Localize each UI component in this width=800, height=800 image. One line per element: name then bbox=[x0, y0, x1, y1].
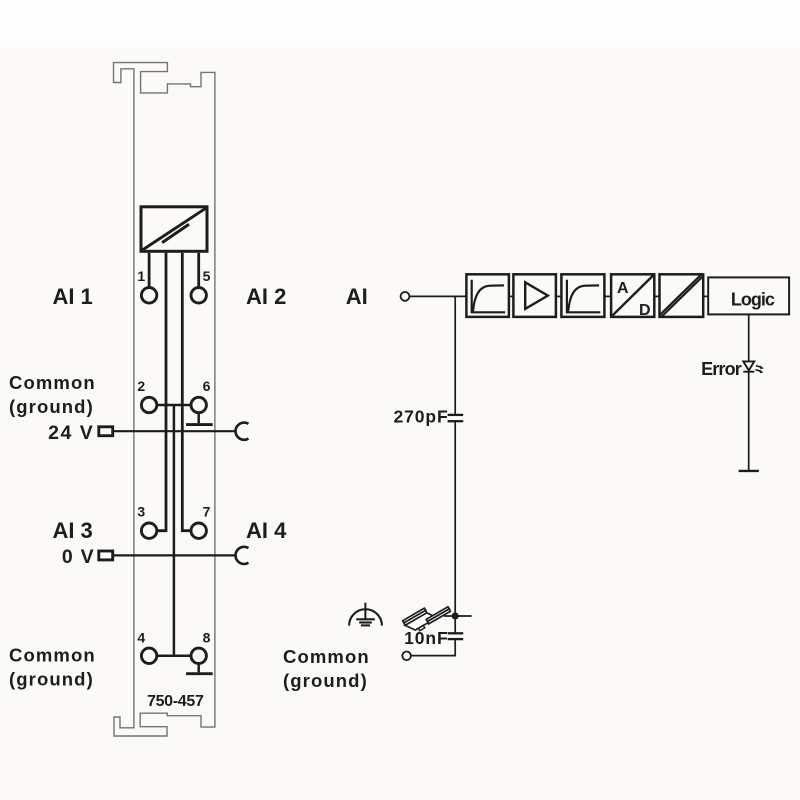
svg-text:750-457: 750-457 bbox=[147, 693, 204, 710]
svg-text:5: 5 bbox=[203, 268, 211, 284]
svg-text:AI 1: AI 1 bbox=[52, 284, 92, 309]
svg-text:6: 6 bbox=[203, 378, 211, 394]
svg-text:Logic: Logic bbox=[731, 289, 775, 309]
svg-text:1: 1 bbox=[137, 268, 145, 284]
svg-text:Common: Common bbox=[9, 372, 96, 393]
svg-text:10nF: 10nF bbox=[404, 628, 448, 648]
svg-text:A: A bbox=[617, 280, 629, 297]
svg-text:(ground): (ground) bbox=[9, 669, 94, 690]
svg-text:AI: AI bbox=[346, 284, 368, 309]
svg-text:2: 2 bbox=[137, 378, 145, 394]
svg-text:AI 2: AI 2 bbox=[246, 284, 286, 309]
svg-text:0 V: 0 V bbox=[62, 546, 95, 568]
svg-text:(ground): (ground) bbox=[283, 670, 368, 691]
svg-text:AI 4: AI 4 bbox=[246, 518, 287, 543]
svg-text:4: 4 bbox=[137, 630, 145, 646]
svg-text:270pF: 270pF bbox=[394, 406, 449, 426]
svg-text:D: D bbox=[639, 302, 651, 319]
svg-text:24 V: 24 V bbox=[48, 422, 94, 444]
svg-text:(ground): (ground) bbox=[9, 396, 94, 417]
svg-text:Common: Common bbox=[9, 645, 96, 666]
svg-text:8: 8 bbox=[203, 630, 211, 646]
svg-text:Common: Common bbox=[283, 646, 370, 667]
svg-text:AI 3: AI 3 bbox=[52, 518, 92, 543]
svg-text:Error: Error bbox=[701, 359, 742, 379]
svg-text:3: 3 bbox=[137, 504, 145, 520]
svg-text:7: 7 bbox=[203, 504, 211, 520]
